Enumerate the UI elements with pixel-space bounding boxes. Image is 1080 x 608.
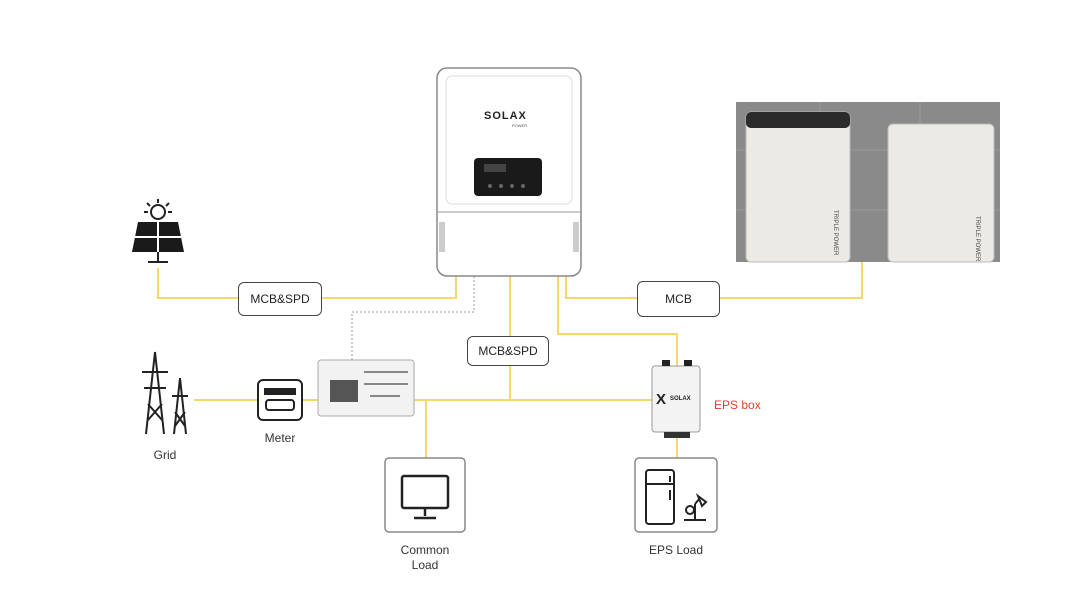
inverter-screen bbox=[484, 164, 506, 172]
inverter-button bbox=[521, 184, 525, 188]
inverter-display bbox=[474, 158, 542, 196]
monitor-stand bbox=[414, 508, 436, 520]
common-load-label: Common Load bbox=[400, 543, 450, 572]
mcb-spd-load: MCB&SPD bbox=[467, 336, 549, 366]
wire-mcb-battery bbox=[720, 262, 863, 299]
sun-rays bbox=[144, 199, 172, 213]
battery-units: TRIPLE POWER TRIPLE POWER bbox=[736, 102, 1000, 263]
inverter-inner-panel bbox=[445, 75, 573, 205]
inverter-brand: SOLAX bbox=[484, 110, 527, 122]
battery-right bbox=[887, 123, 995, 263]
monitor-icon bbox=[400, 474, 450, 510]
mcb-battery: MCB bbox=[637, 281, 720, 317]
solar-panel-icon bbox=[132, 199, 184, 263]
inverter-brand-sub: POWER bbox=[512, 123, 528, 128]
wire-inverter-battery bbox=[565, 276, 637, 299]
wire-inverter-eps bbox=[557, 276, 678, 366]
inverter-button bbox=[488, 184, 492, 188]
grid-label: Grid bbox=[153, 448, 177, 462]
smart-meter-device bbox=[317, 359, 415, 417]
grid-tower-icon bbox=[142, 351, 188, 435]
inverter-bracket-left bbox=[439, 222, 445, 252]
meter-label: Meter bbox=[264, 431, 296, 445]
comm-wire-meter bbox=[351, 276, 475, 360]
inverter-button bbox=[499, 184, 503, 188]
solax-inverter bbox=[436, 67, 582, 277]
battery-left-brand: TRIPLE POWER bbox=[832, 210, 838, 256]
panel-stand bbox=[148, 252, 168, 263]
wire-pv bbox=[157, 268, 238, 299]
lamp-icon bbox=[684, 493, 708, 521]
common-load-box bbox=[384, 457, 466, 533]
wall-tile-lines bbox=[736, 102, 1000, 262]
eps-load-label: EPS Load bbox=[648, 543, 704, 557]
eps-box-x: X bbox=[656, 391, 666, 408]
meter-icon bbox=[257, 379, 303, 421]
inverter-button bbox=[510, 184, 514, 188]
inverter-bracket-right bbox=[573, 222, 579, 252]
eps-box-label: EPS box bbox=[714, 398, 761, 412]
battery-left-topbar bbox=[746, 112, 850, 128]
mcb-spd-pv: MCB&SPD bbox=[238, 282, 322, 316]
eps-load-box bbox=[634, 457, 718, 533]
eps-box-brand: SOLAX bbox=[670, 396, 691, 402]
eps-box-device: X SOLAX bbox=[651, 360, 701, 438]
panel-grid bbox=[135, 222, 181, 252]
battery-right-brand: TRIPLE POWER bbox=[974, 216, 980, 262]
sun bbox=[150, 204, 166, 220]
wire-pv-inverter bbox=[322, 276, 457, 299]
